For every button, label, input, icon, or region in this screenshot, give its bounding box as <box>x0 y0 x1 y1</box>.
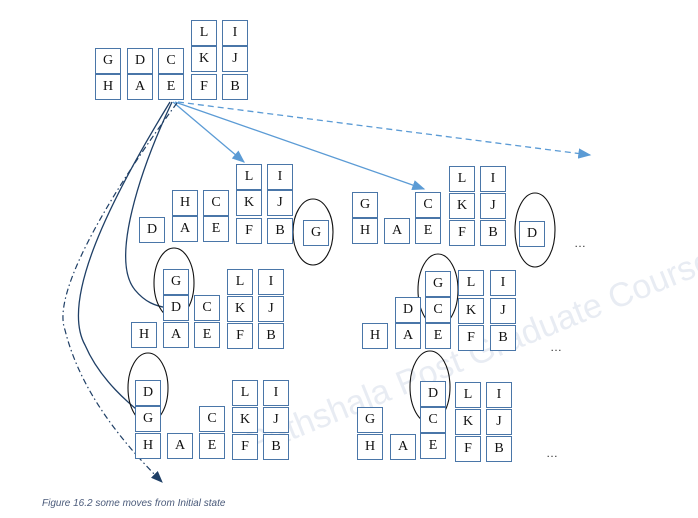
ellipsis: … <box>546 446 558 460</box>
block-a: A <box>395 323 421 349</box>
block-e: E <box>425 323 451 349</box>
block-g: G <box>357 407 383 433</box>
block-a: A <box>384 218 410 244</box>
block-k: K <box>232 407 258 433</box>
block-b: B <box>258 323 284 349</box>
block-i: I <box>258 269 284 295</box>
block-c: C <box>420 407 446 433</box>
block-c: C <box>425 297 451 323</box>
block-h: H <box>172 190 198 216</box>
highlight-ellipse <box>514 192 556 268</box>
block-g: G <box>425 271 451 297</box>
block-i: I <box>222 20 248 46</box>
arrow-to-state-3 <box>125 101 173 309</box>
block-e: E <box>415 218 441 244</box>
block-b: B <box>490 325 516 351</box>
ellipsis: … <box>574 236 586 250</box>
block-e: E <box>420 433 446 459</box>
block-e: E <box>199 433 225 459</box>
block-a: A <box>167 433 193 459</box>
block-i: I <box>486 382 512 408</box>
block-c: C <box>415 192 441 218</box>
block-h: H <box>131 322 157 348</box>
block-c: C <box>199 406 225 432</box>
block-a: A <box>163 322 189 348</box>
block-j: J <box>486 409 512 435</box>
block-c: C <box>158 48 184 74</box>
figure-caption: Figure 16.2 some moves from Initial stat… <box>42 498 226 509</box>
block-l: L <box>449 166 475 192</box>
block-a: A <box>390 434 416 460</box>
block-d: D <box>163 295 189 321</box>
block-j: J <box>263 407 289 433</box>
block-b: B <box>486 436 512 462</box>
block-f: F <box>236 218 262 244</box>
block-k: K <box>455 409 481 435</box>
block-i: I <box>267 164 293 190</box>
block-l: L <box>236 164 262 190</box>
block-j: J <box>267 190 293 216</box>
block-k: K <box>227 296 253 322</box>
block-b: B <box>267 218 293 244</box>
block-k: K <box>191 46 217 72</box>
block-g: G <box>135 406 161 432</box>
block-f: F <box>455 436 481 462</box>
block-l: L <box>455 382 481 408</box>
block-h: H <box>135 433 161 459</box>
block-f: F <box>458 325 484 351</box>
block-a: A <box>172 216 198 242</box>
block-i: I <box>263 380 289 406</box>
block-f: F <box>191 74 217 100</box>
block-e: E <box>203 216 229 242</box>
arrow-to-state-1 <box>172 101 245 163</box>
block-h: H <box>362 323 388 349</box>
block-g: G <box>95 48 121 74</box>
block-d: D <box>420 381 446 407</box>
block-k: K <box>236 190 262 216</box>
block-h: H <box>95 74 121 100</box>
block-j: J <box>490 298 516 324</box>
block-l: L <box>227 269 253 295</box>
block-i: I <box>490 270 516 296</box>
block-h: H <box>357 434 383 460</box>
arrow-to-state-5 <box>77 101 171 421</box>
block-g: G <box>303 220 329 246</box>
block-d: D <box>519 221 545 247</box>
block-k: K <box>458 298 484 324</box>
block-g: G <box>163 269 189 295</box>
highlight-ellipse <box>292 198 334 266</box>
block-c: C <box>194 295 220 321</box>
block-l: L <box>232 380 258 406</box>
block-h: H <box>352 218 378 244</box>
arrow-to-more-states <box>177 101 592 159</box>
arrow-to-state-more <box>62 102 178 483</box>
block-i: I <box>480 166 506 192</box>
block-l: L <box>191 20 217 46</box>
block-d: D <box>139 217 165 243</box>
block-f: F <box>449 220 475 246</box>
block-d: D <box>395 297 421 323</box>
block-k: K <box>449 193 475 219</box>
block-e: E <box>194 322 220 348</box>
block-c: C <box>203 190 229 216</box>
block-g: G <box>352 192 378 218</box>
block-j: J <box>222 46 248 72</box>
block-b: B <box>263 434 289 460</box>
arrow-to-state-2 <box>174 101 426 191</box>
block-j: J <box>480 193 506 219</box>
block-e: E <box>158 74 184 100</box>
block-b: B <box>222 74 248 100</box>
block-f: F <box>227 323 253 349</box>
block-b: B <box>480 220 506 246</box>
block-a: A <box>127 74 153 100</box>
block-f: F <box>232 434 258 460</box>
block-j: J <box>258 296 284 322</box>
ellipsis: … <box>550 340 562 354</box>
block-d: D <box>127 48 153 74</box>
block-d: D <box>135 380 161 406</box>
block-l: L <box>458 270 484 296</box>
